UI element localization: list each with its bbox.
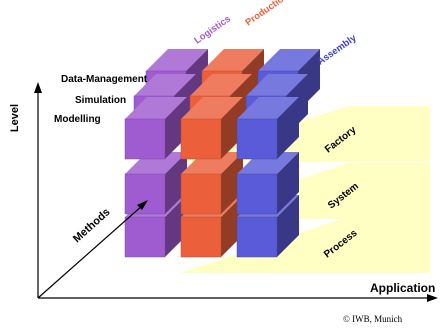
cube-production-factory-modelling — [180, 97, 243, 160]
diagonal-axis-arrowhead — [137, 200, 148, 210]
cube-top-face — [181, 97, 243, 119]
cube-front-face — [124, 118, 166, 160]
cube-front-face — [124, 173, 166, 215]
cube-top-face — [190, 74, 252, 96]
method-label-data-management: Data-Management — [61, 74, 148, 85]
cube-front-face — [180, 118, 222, 160]
cube-production-system-modelling — [180, 152, 243, 215]
cube-front-face — [236, 173, 278, 215]
horizontal-axis-arrowhead — [427, 294, 438, 302]
cube-top-face — [246, 74, 308, 96]
cube-front-face — [180, 173, 222, 215]
cube-logistics-factory-modelling — [124, 97, 187, 160]
cube-top-face — [125, 97, 187, 119]
level-plane-process — [180, 217, 430, 273]
cube-front-face — [236, 118, 278, 160]
cube-logistics-system-modelling — [124, 152, 187, 215]
cube-front-face — [124, 216, 166, 258]
level-axis-label: Level — [9, 104, 21, 132]
cube-top-face — [237, 152, 299, 174]
application-label-production: Production — [243, 0, 291, 28]
cube-side-face — [221, 97, 243, 159]
cube-top-face — [146, 49, 208, 71]
diagonal-axis-line — [37, 204, 144, 299]
cube-top-face — [202, 49, 264, 71]
vertical-axis-arrowhead — [34, 82, 42, 93]
cube-top-face — [258, 49, 320, 71]
cube-top-face — [134, 74, 196, 96]
methods-axis-label: Methods — [71, 206, 113, 245]
copyright-text: © IWB, Munich — [343, 314, 403, 324]
cube-side-face — [277, 97, 299, 159]
cube-side-face — [165, 152, 187, 214]
cube-top-face — [125, 152, 187, 174]
cube-top-face — [181, 152, 243, 174]
cube-front-face — [236, 216, 278, 258]
method-label-simulation: Simulation — [75, 95, 126, 106]
cube-side-face — [165, 97, 187, 159]
cube-side-face — [277, 152, 299, 214]
cube-assembly-system-modelling — [236, 152, 299, 215]
method-label-modelling: Modelling — [54, 114, 101, 125]
cube-grid — [124, 49, 320, 258]
application-label-assembly: Assembly — [315, 32, 359, 67]
application-axis-label: Application — [370, 281, 435, 295]
cube-assembly-factory-modelling — [236, 97, 299, 160]
axes — [34, 82, 438, 302]
application-label-logistics: Logistics — [192, 14, 232, 47]
cube-front-face — [180, 216, 222, 258]
cube-side-face — [221, 152, 243, 214]
cube-top-face — [237, 97, 299, 119]
cube-side-face — [277, 195, 299, 257]
